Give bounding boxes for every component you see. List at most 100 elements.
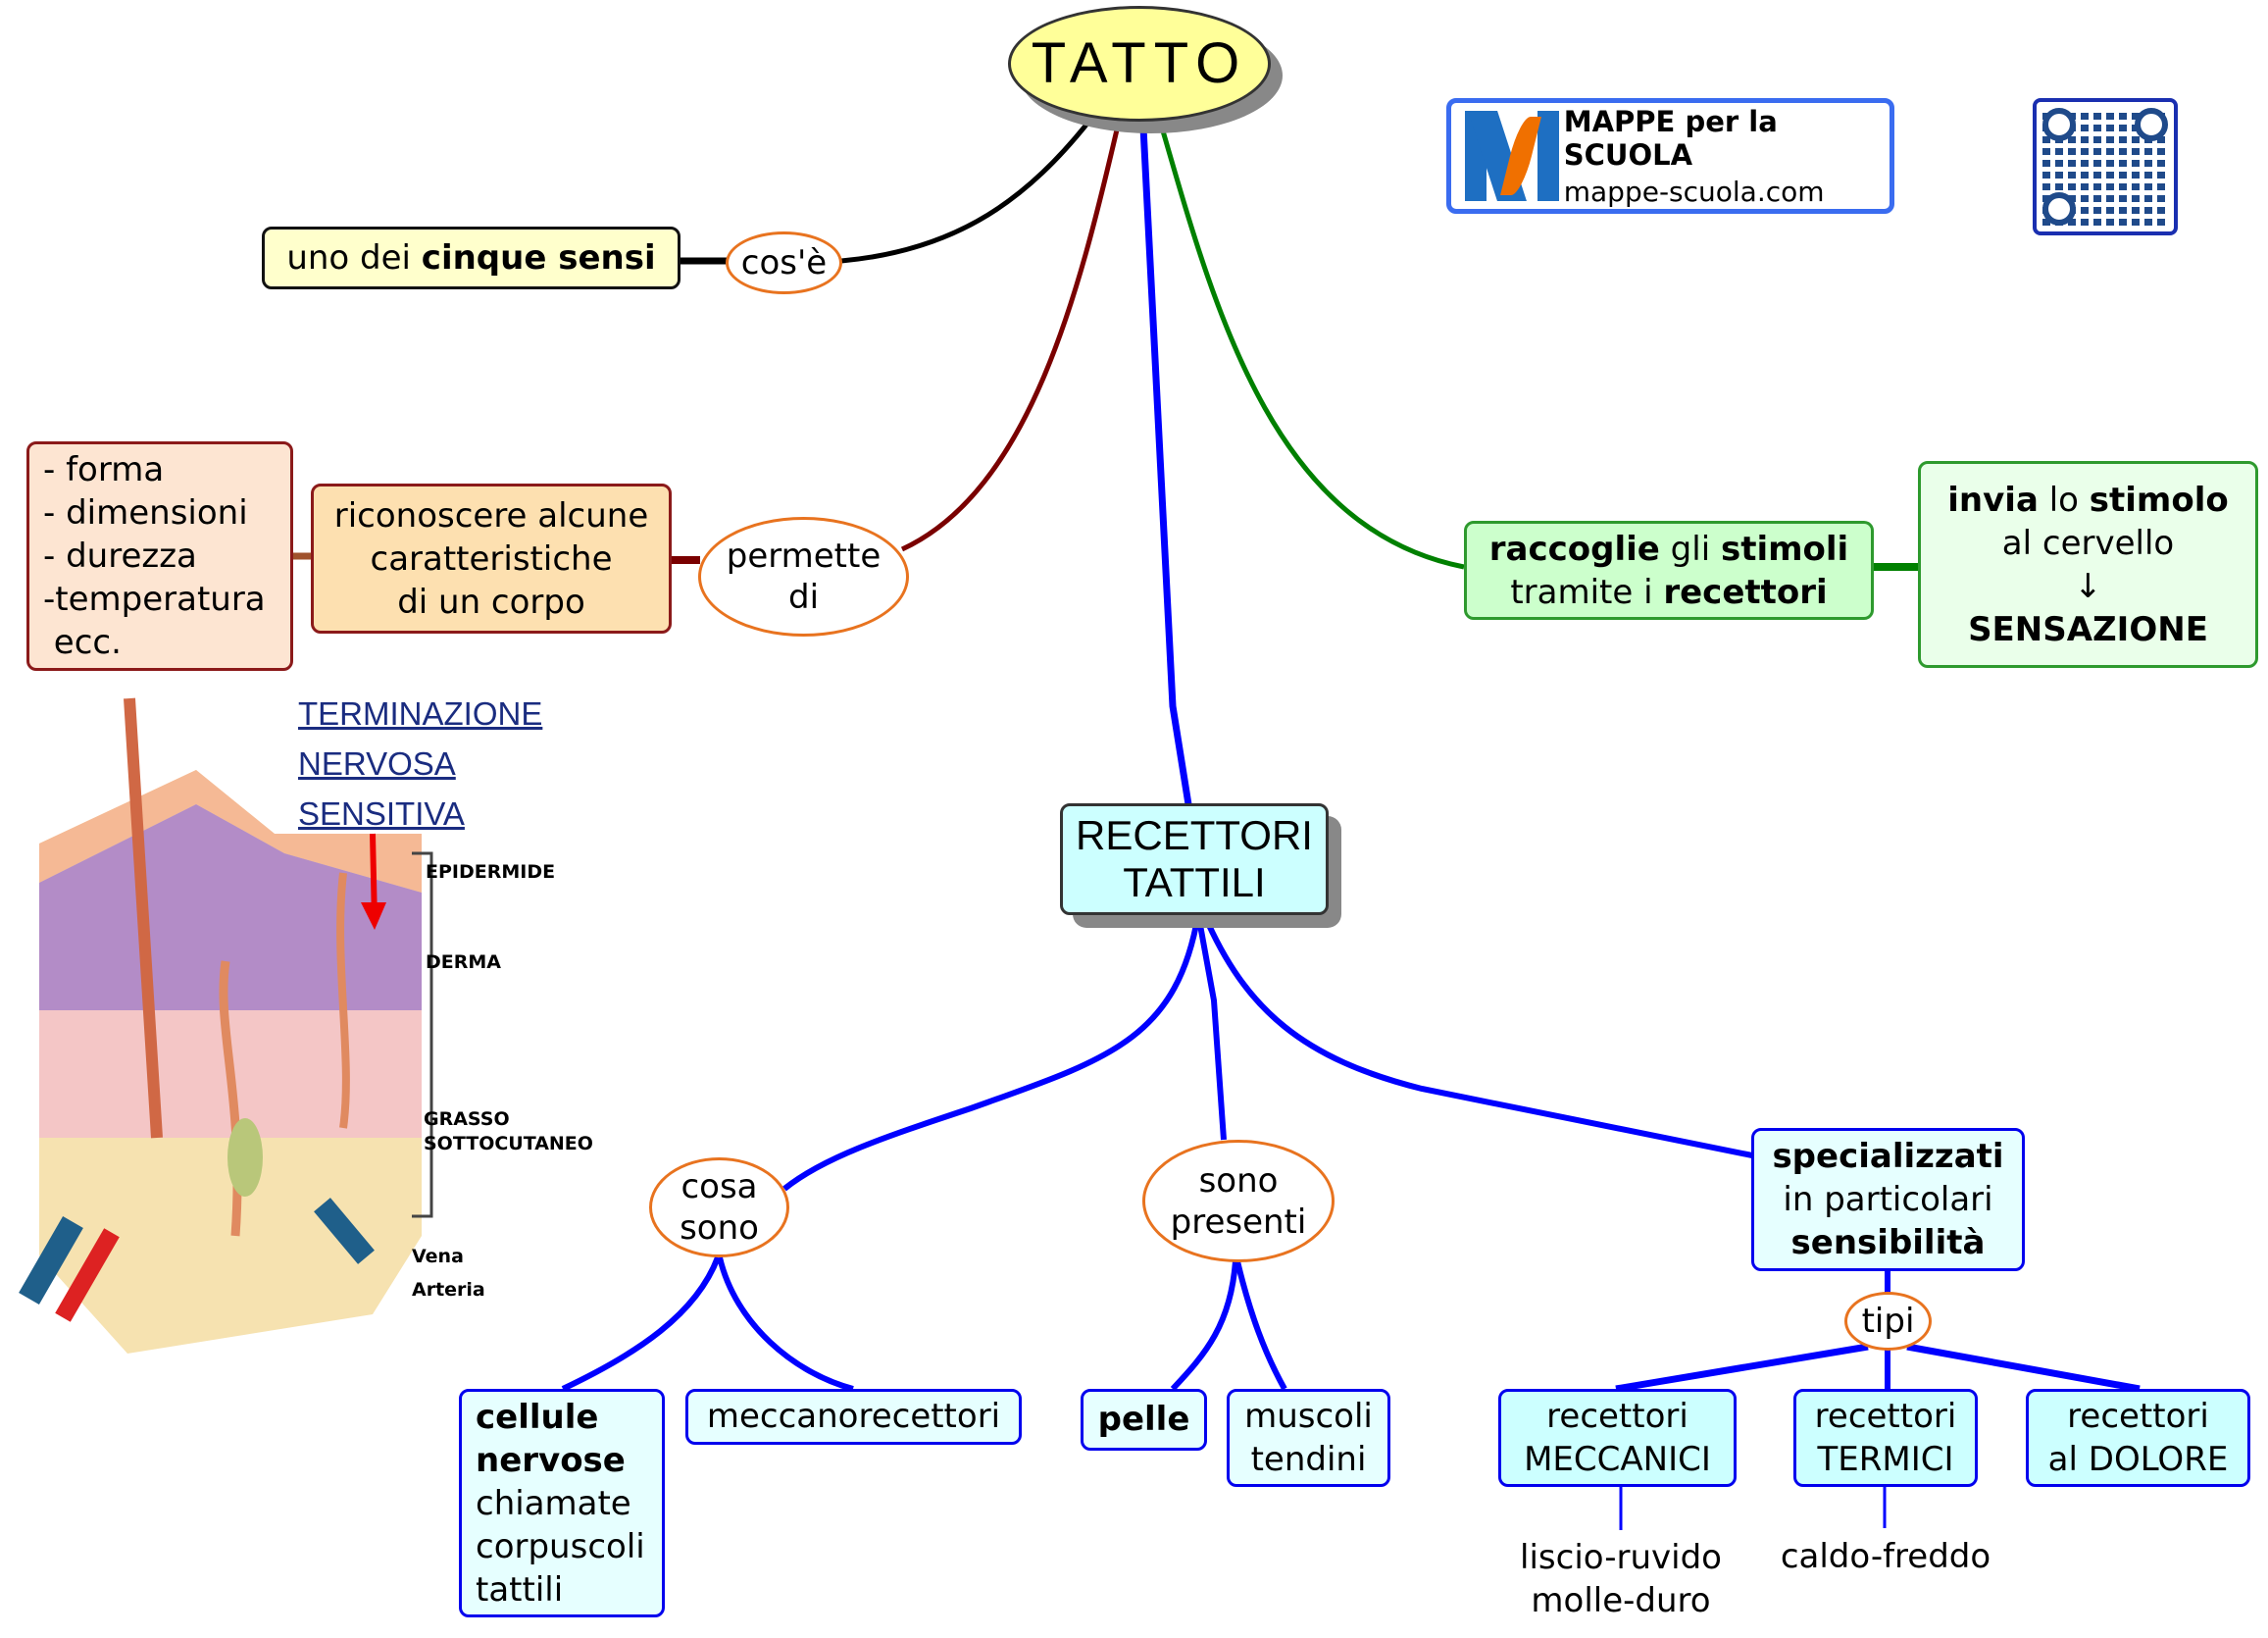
raccoglie-box[interactable]: raccoglie gli stimoli tramite i recettor… <box>1464 521 1874 620</box>
list-item: - dimensioni <box>43 493 248 533</box>
meccanorecettori-box[interactable]: meccanorecettori <box>685 1389 1022 1445</box>
link-sono-muscoli <box>1235 1260 1287 1391</box>
raccoglie-bold: raccoglie <box>1488 529 1660 569</box>
list-item: - durezza <box>43 537 197 576</box>
cinque-sensi-bold: cinque sensi <box>421 237 656 278</box>
sono-presenti-connector[interactable]: sono presenti <box>1142 1140 1335 1262</box>
cinque-sensi-text: uno dei <box>286 237 422 278</box>
logo-url[interactable]: mappe-scuola.com <box>1563 175 1825 208</box>
riconoscere-line: riconoscere alcune <box>333 495 649 536</box>
attributes-list-box[interactable]: - forma - dimensioni - durezza -temperat… <box>26 441 293 671</box>
cose-connector[interactable]: cos'è <box>726 231 842 294</box>
sensazione-text: SENSAZIONE <box>1968 609 2208 649</box>
riconoscere-line: caratteristiche <box>370 538 613 579</box>
cinque-sensi-box[interactable]: uno dei cinque sensi <box>262 227 680 289</box>
pelle-box[interactable]: pelle <box>1081 1389 1207 1451</box>
link-cosa-meccano <box>717 1256 854 1392</box>
muscoli-text: muscoli <box>1244 1397 1373 1436</box>
sono-label: sono <box>1198 1160 1279 1201</box>
permette-label: permette <box>726 536 882 576</box>
label-epidermide: EPIDERMIDE <box>426 861 556 883</box>
invia-box[interactable]: invia lo stimolo al cervello ↓ SENSAZION… <box>1918 461 2258 668</box>
caption-line: NERVOSA <box>298 745 456 782</box>
label-derma: DERMA <box>426 951 501 973</box>
permette-connector[interactable]: permette di <box>698 517 909 637</box>
label-vena: Vena <box>412 1246 464 1267</box>
type-line2: al DOLORE <box>2047 1440 2229 1479</box>
link-tipi-dolore <box>1906 1343 2141 1393</box>
cosa-sono-connector[interactable]: cosa sono <box>649 1157 789 1257</box>
link-recettori-sono <box>1195 913 1227 1141</box>
chiamate-text: chiamate <box>476 1483 631 1523</box>
label-grasso: GRASSO <box>424 1108 510 1130</box>
list-item: -temperatura <box>43 580 266 619</box>
link-recettori-cosa <box>782 913 1201 1192</box>
meccanorecettori-text: meccanorecettori <box>706 1397 1001 1437</box>
link-tipi-meccanici <box>1615 1343 1869 1393</box>
recettori-title-line1: RECETTORI <box>1076 812 1313 858</box>
presenti-label: presenti <box>1170 1202 1307 1242</box>
caption-line: TERMINAZIONE <box>298 695 543 732</box>
meccanici-detail: liscio-ruvido molle-duro <box>1500 1535 1741 1623</box>
type-line1: recettori <box>2067 1397 2209 1436</box>
qr-code-icon[interactable] <box>2033 98 2178 235</box>
skin-diagram-image: TERMINAZIONE NERVOSA SENSITIVA EPIDERMID… <box>0 687 593 1363</box>
cervello-text: al cervello <box>2001 523 2175 563</box>
caption-line: SENSITIVA <box>298 795 465 832</box>
cose-label: cos'è <box>740 242 828 282</box>
arrow-down-icon: ↓ <box>2074 566 2102 606</box>
detail-line: molle-duro <box>1531 1581 1711 1620</box>
title-text: TATTO <box>1031 30 1248 95</box>
specializzati-bold: specializzati <box>1772 1137 2004 1176</box>
link-cosa-cellule <box>561 1255 721 1392</box>
link-recettori-spec <box>1201 912 1753 1158</box>
recettori-termici-box[interactable]: recettori TERMICI <box>1793 1389 1978 1487</box>
riconoscere-line: di un corpo <box>397 582 585 622</box>
nerve-ending-caption: TERMINAZIONE NERVOSA SENSITIVA <box>298 689 542 839</box>
detail-line: liscio-ruvido <box>1520 1538 1722 1577</box>
raccoglie-text: gli <box>1659 529 1721 569</box>
riconoscere-box[interactable]: riconoscere alcune caratteristiche di un… <box>311 484 672 634</box>
logo-box[interactable]: MAPPE per la SCUOLA mappe-scuola.com <box>1446 98 1894 214</box>
link-tatto-raccoglie <box>1159 127 1465 570</box>
corpuscoli-text: corpuscoli <box>476 1526 645 1566</box>
detail-line: caldo-freddo <box>1780 1537 1991 1576</box>
sensibilita-bold: sensibilità <box>1790 1223 1986 1262</box>
tramite-text: tramite i <box>1510 572 1664 612</box>
termici-detail: caldo-freddo <box>1765 1535 2006 1578</box>
cellule-nervose-box[interactable]: cellule nervose chiamate corpuscoli tatt… <box>459 1389 665 1617</box>
tipi-connector[interactable]: tipi <box>1844 1292 1932 1351</box>
link-tatto-cose <box>840 118 1092 264</box>
invia-text: lo <box>2038 480 2090 520</box>
link-tatto-permette <box>900 125 1121 552</box>
list-item: - forma <box>43 450 165 489</box>
muscoli-tendini-box[interactable]: muscoli tendini <box>1227 1389 1390 1487</box>
type-line2: MECCANICI <box>1524 1440 1711 1479</box>
label-sottocutaneo: SOTTOCUTANEO <box>424 1133 593 1154</box>
nervose-bold: nervose <box>476 1440 626 1480</box>
title-node[interactable]: TATTO <box>1008 6 1271 122</box>
link-tatto-recettori <box>1139 127 1192 805</box>
recettori-tattili-node[interactable]: RECETTORI TATTILI <box>1060 803 1329 915</box>
tattili-text: tattili <box>476 1569 564 1610</box>
recettori-title-line2: TATTILI <box>1123 859 1266 905</box>
recettori-dolore-box[interactable]: recettori al DOLORE <box>2026 1389 2250 1487</box>
sono-label: sono <box>680 1208 759 1248</box>
permette-label-2: di <box>787 578 820 617</box>
tendini-text: tendini <box>1250 1440 1367 1479</box>
stimoli-bold: stimoli <box>1720 529 1849 569</box>
invia-bold: invia <box>1947 480 2039 520</box>
cellule-bold: cellule <box>476 1397 599 1437</box>
particolari-text: in particolari <box>1783 1180 1993 1219</box>
skin-cross-section-illustration <box>19 697 433 1354</box>
type-line1: recettori <box>1814 1397 1957 1436</box>
recettori-bold: recettori <box>1663 572 1828 612</box>
type-line1: recettori <box>1546 1397 1688 1436</box>
specializzati-box[interactable]: specializzati in particolari sensibilità <box>1751 1128 2025 1271</box>
pelle-text: pelle <box>1097 1400 1190 1440</box>
recettori-meccanici-box[interactable]: recettori MECCANICI <box>1498 1389 1737 1487</box>
mappe-logo-icon <box>1465 111 1559 201</box>
tipi-label: tipi <box>1861 1301 1915 1341</box>
logo-title: MAPPE per la SCUOLA <box>1563 104 1778 172</box>
